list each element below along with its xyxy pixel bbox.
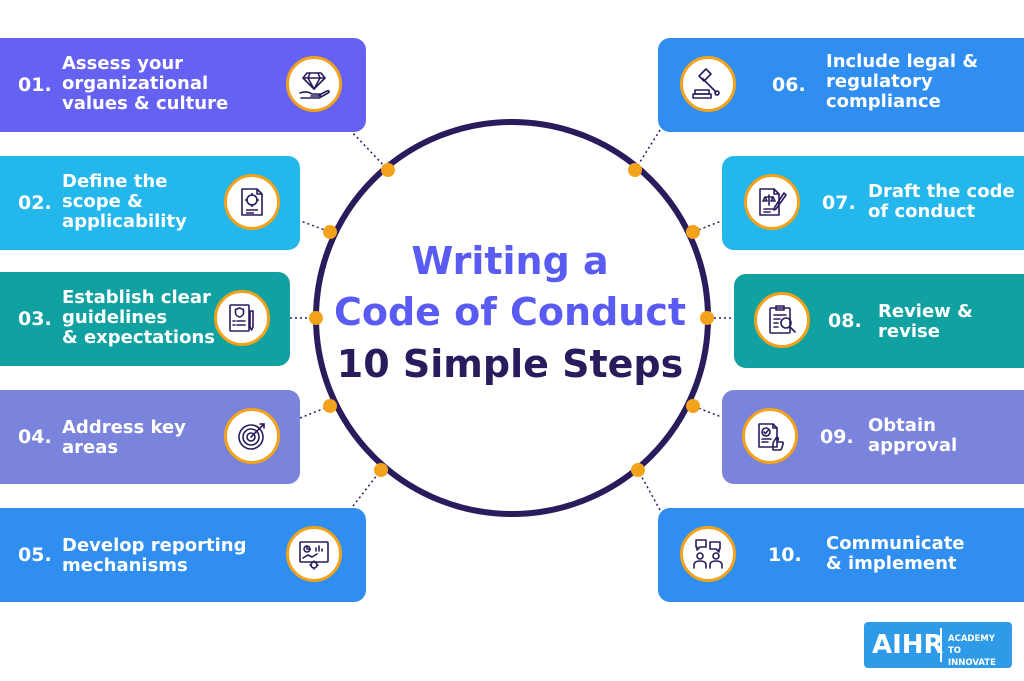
diamond-hand-icon: [286, 56, 342, 112]
step-number: 05.: [18, 544, 52, 566]
title-line-2: Code of Conduct: [333, 290, 687, 334]
step-card-07: 07. Draft the code of conduct: [722, 156, 1024, 250]
step-number: 08.: [828, 310, 862, 332]
step-card-10: 10. Communicate & implement: [658, 508, 1024, 602]
step-number: 01.: [18, 74, 52, 96]
step-card-05: 05. Develop reporting mechanisms: [0, 508, 366, 602]
step-card-09: 09. Obtain approval: [722, 390, 1024, 484]
logo-separator: [940, 628, 942, 662]
gavel-icon: [680, 56, 736, 112]
document-target-icon: [224, 174, 280, 230]
step-card-03: 03. Establish clear guidelines & expecta…: [0, 272, 290, 366]
step-card-08: 08. Review & revise: [734, 274, 1024, 368]
aihr-logo: AIHR ACADEMY TO INNOVATE HR: [864, 622, 1012, 680]
dot-03: [309, 311, 323, 325]
step-number: 09.: [820, 426, 854, 448]
connector-dots: [309, 163, 714, 477]
target-arrow-icon: [224, 408, 280, 464]
step-label: Communicate & implement: [826, 533, 965, 574]
step-label: Obtain approval: [868, 415, 958, 456]
step-card-02: 02. Define the scope & applicability: [0, 156, 300, 250]
clipboard-magnifier-icon: [754, 292, 810, 348]
step-number: 02.: [18, 192, 52, 214]
contract-pen-icon: [744, 174, 800, 230]
step-number: 04.: [18, 426, 52, 448]
step-label: Include legal & regulatory compliance: [826, 51, 979, 112]
dashboard-gear-icon: [286, 526, 342, 582]
checklist-shield-icon: [214, 290, 270, 346]
dot-07: [686, 225, 700, 239]
logo-main-text: AIHR: [872, 630, 944, 660]
step-label: Review & revise: [878, 301, 973, 342]
dot-06: [628, 163, 642, 177]
people-chat-icon: [680, 526, 736, 582]
title-line-1: Writing a: [411, 239, 609, 283]
step-label: Define the scope & applicability: [62, 171, 187, 232]
dot-05: [374, 463, 388, 477]
step-label: Assess your organizational values & cult…: [62, 53, 229, 114]
dot-09: [686, 399, 700, 413]
step-number: 06.: [772, 74, 806, 96]
dot-10: [631, 463, 645, 477]
step-card-04: 04. Address key areas: [0, 390, 300, 484]
approval-document-icon: [742, 408, 798, 464]
dot-04: [323, 399, 337, 413]
dot-02: [323, 225, 337, 239]
title-line-3: 10 Simple Steps: [336, 342, 684, 386]
step-label: Develop reporting mechanisms: [62, 535, 247, 576]
step-label: Address key areas: [62, 417, 186, 458]
dot-01: [381, 163, 395, 177]
step-label: Establish clear guidelines & expectation…: [62, 287, 215, 348]
logo-sub-text: ACADEMY TO INNOVATE HR: [948, 634, 996, 680]
step-card-06: 06. Include legal & regulatory complianc…: [658, 38, 1024, 132]
step-number: 10.: [768, 544, 802, 566]
step-number: 07.: [822, 192, 856, 214]
step-label: Draft the code of conduct: [868, 181, 1015, 222]
step-card-01: 01. Assess your organizational values & …: [0, 38, 366, 132]
dot-08: [700, 311, 714, 325]
step-number: 03.: [18, 308, 52, 330]
